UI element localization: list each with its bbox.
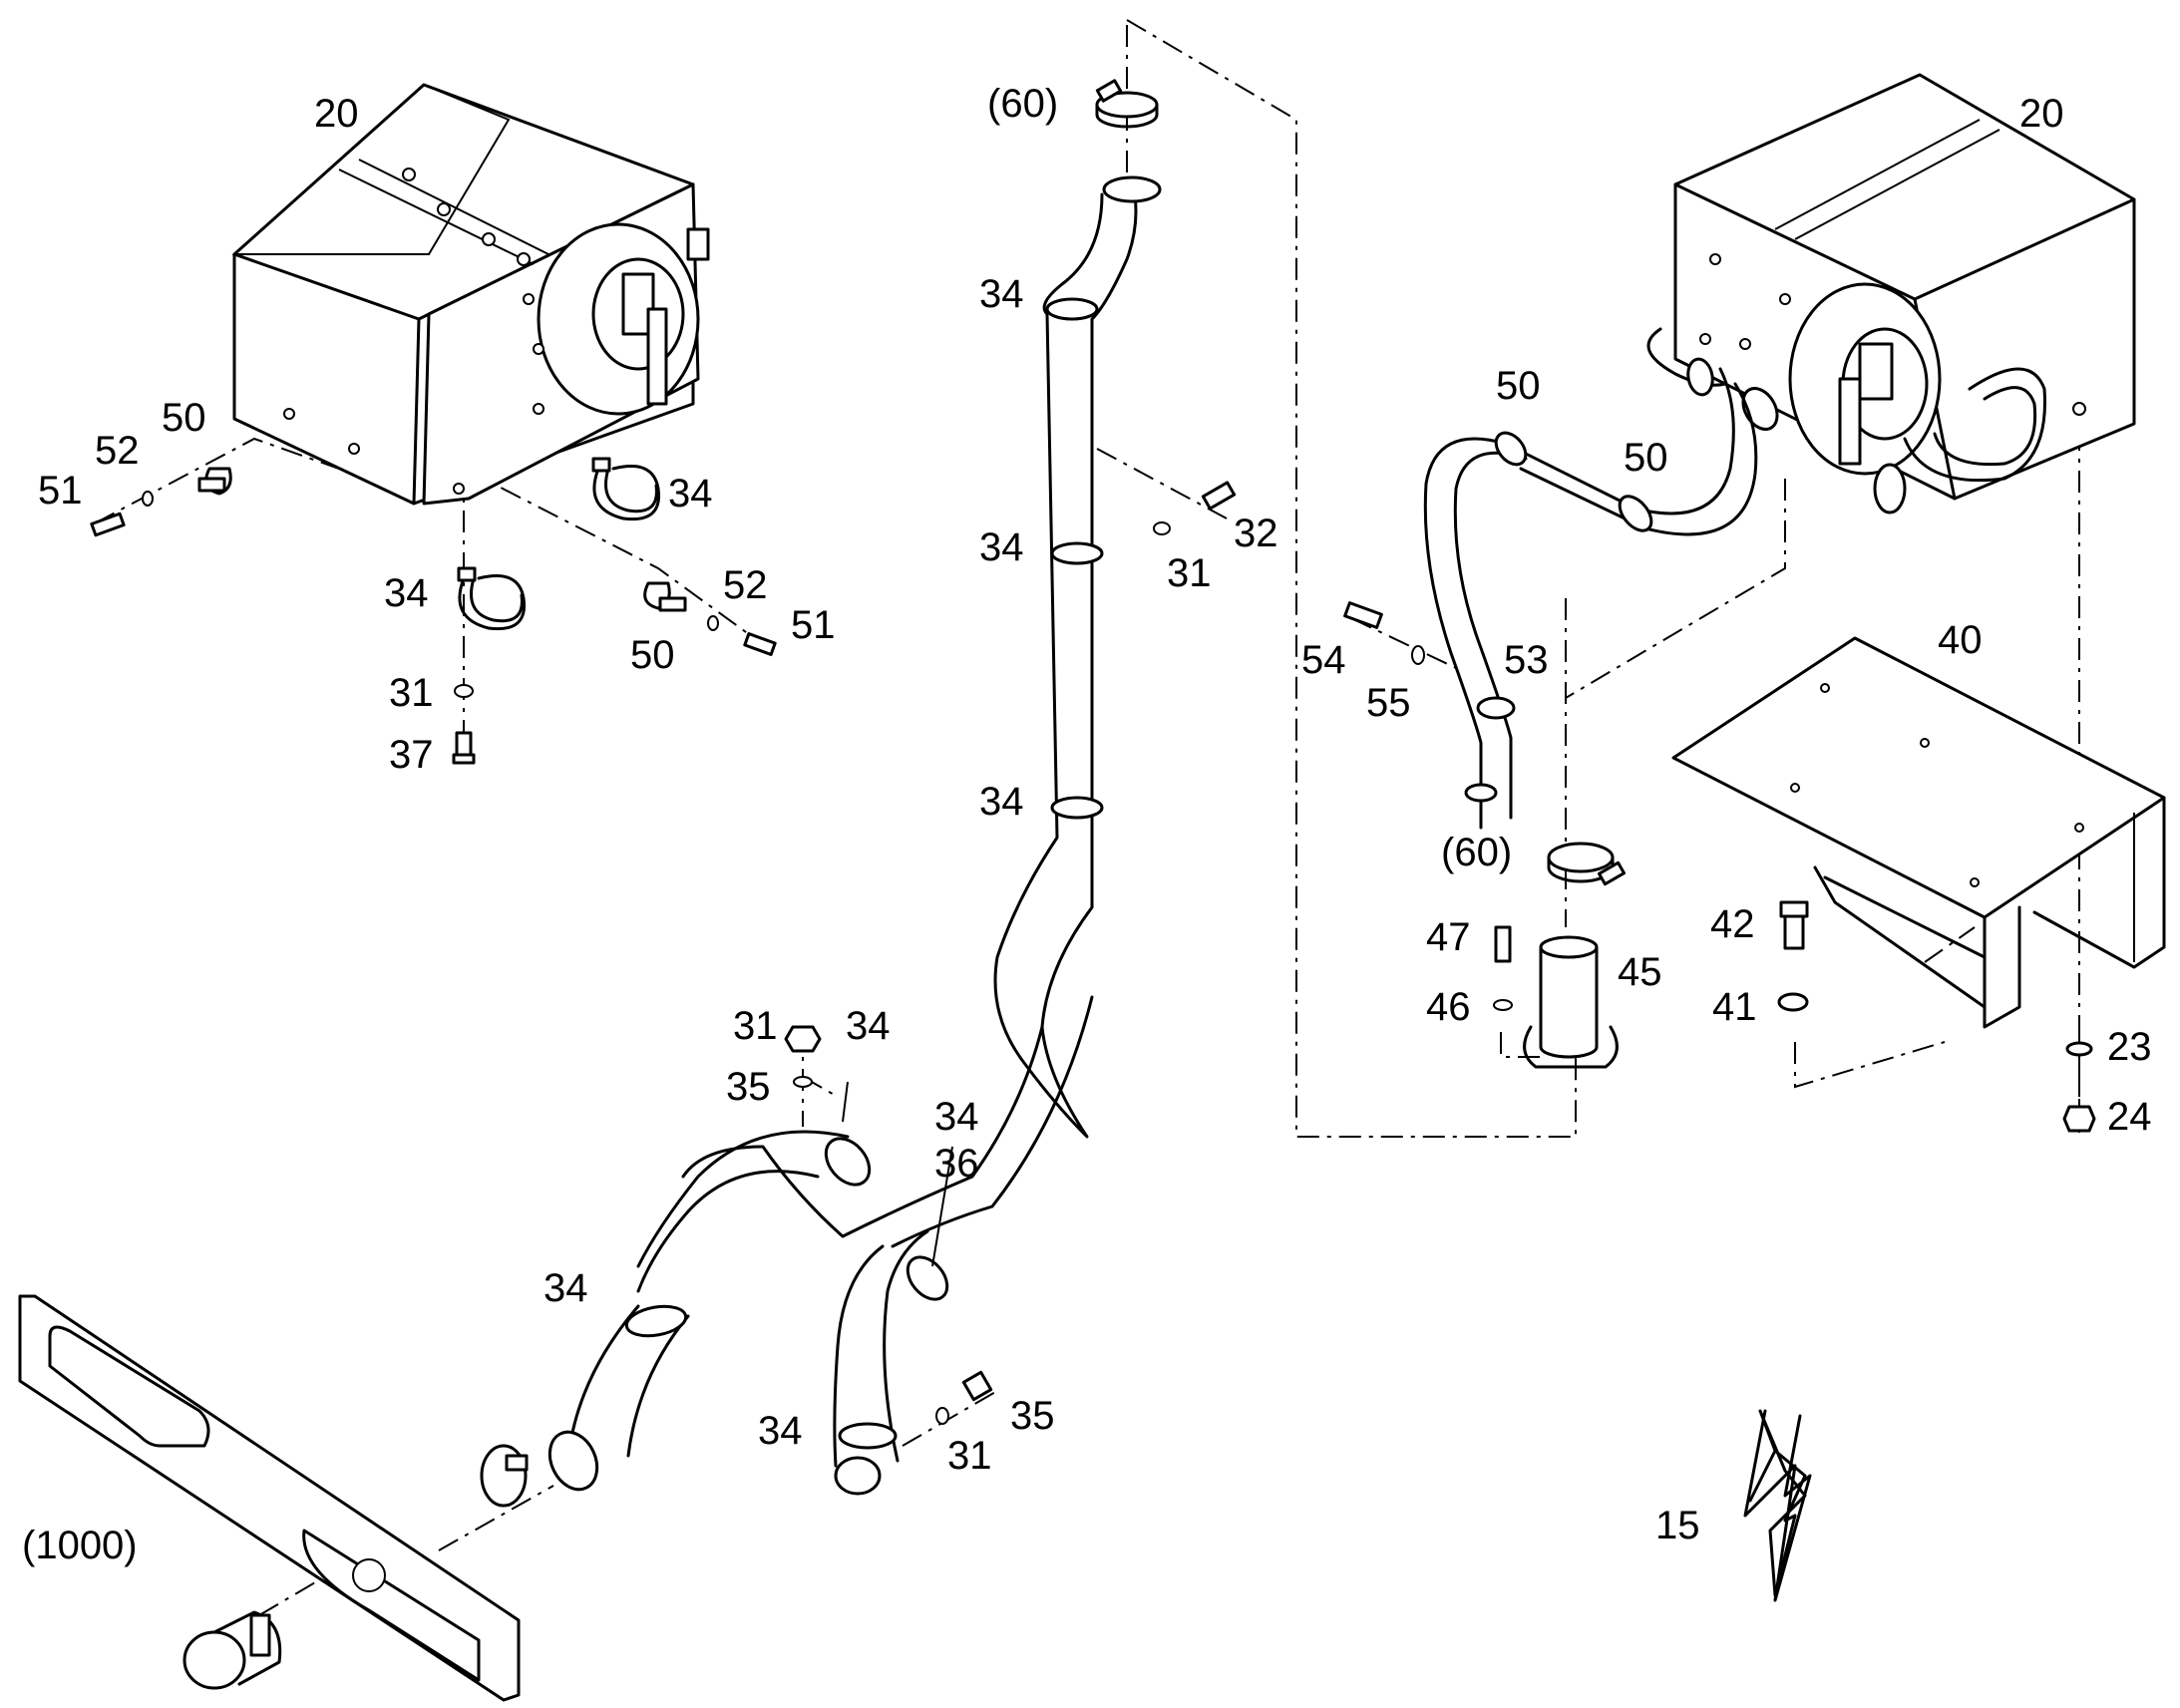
- clip-50-tl-b: [643, 581, 687, 612]
- callout-50-r-a: 50: [1496, 364, 1541, 408]
- panel-1000: [18, 1294, 521, 1702]
- washer-41: [1777, 992, 1809, 1012]
- callout-42-r: 42: [1710, 902, 1755, 946]
- callout-35-b-b: 35: [1010, 1394, 1055, 1438]
- callout-45-r: 45: [1618, 950, 1662, 994]
- nut-24: [2062, 1105, 2096, 1133]
- callout-31-b-b: 31: [947, 1434, 992, 1478]
- callout-15: 15: [1655, 1504, 1700, 1547]
- callout-50-r-b: 50: [1624, 436, 1668, 480]
- callout-60-mid: (60): [1441, 831, 1512, 874]
- heater-unit-right: [1646, 73, 2136, 514]
- hose-branch-network: [547, 995, 1094, 1496]
- callout-20-left: 20: [314, 92, 359, 136]
- callout-50-tl-b: 50: [630, 633, 675, 677]
- fastener-dots: [283, 168, 545, 495]
- washer-31-tl: [454, 684, 474, 698]
- electrical-flash-icon: [1748, 1409, 1807, 1597]
- callout-34-v-a: 34: [979, 272, 1024, 316]
- washer-31-vertical: [1153, 521, 1171, 535]
- callout-36-b: 36: [934, 1142, 979, 1186]
- callout-60-top: (60): [987, 82, 1058, 126]
- clamp-34-tl-lower: [457, 566, 527, 631]
- callout-50-tl-a: 50: [162, 396, 206, 440]
- washer-55-right: [1411, 645, 1425, 665]
- bolt-42: [1779, 900, 1809, 950]
- washer-35-branch-a: [793, 1076, 813, 1088]
- callout-34-b-a: 34: [846, 1004, 891, 1048]
- washer-52-tl-b: [707, 615, 719, 631]
- screw-37-tl: [452, 731, 476, 765]
- flash-outline: [1743, 1409, 1812, 1602]
- callout-41-r: 41: [1712, 985, 1757, 1029]
- callout-51-tl-a: 51: [38, 469, 83, 512]
- washer-31-branch: [935, 1407, 949, 1425]
- screw-54-right: [1343, 601, 1383, 629]
- callout-54-r: 54: [1301, 638, 1346, 682]
- clamp-hose-end: [480, 1444, 529, 1508]
- bracket-40: [1671, 636, 2166, 1029]
- callout-24-r: 24: [2107, 1095, 2152, 1139]
- washer-46-right: [1493, 999, 1513, 1011]
- callout-47-r: 47: [1426, 915, 1471, 959]
- callout-20-right: 20: [2019, 92, 2064, 136]
- callout-37-tl: 37: [389, 733, 434, 777]
- clamp-60-top: [1095, 79, 1159, 129]
- callout-46-r: 46: [1426, 985, 1471, 1029]
- callout-labels: 20 20 (60) (60) (1000) 15 40 50 52 51 34…: [22, 82, 2152, 1567]
- callout-23-r: 23: [2107, 1025, 2152, 1069]
- callout-34-b-c: 34: [544, 1266, 588, 1310]
- callout-52-tl-b: 52: [723, 563, 768, 607]
- screw-51-tl-a: [90, 512, 126, 537]
- nut-35-branch: [961, 1370, 993, 1402]
- callout-31-tl: 31: [389, 671, 434, 715]
- callout-31-b-a: 31: [733, 1004, 778, 1048]
- washer-23: [2065, 1041, 2093, 1057]
- clip-50-tl-a: [197, 467, 232, 496]
- callout-55-r: 55: [1366, 681, 1411, 725]
- washer-52-tl-a: [142, 491, 154, 507]
- nut-31-branch: [784, 1025, 822, 1053]
- callout-34-tl-b: 34: [384, 571, 429, 615]
- callout-1000: (1000): [22, 1524, 138, 1567]
- screw-32-vertical: [1201, 481, 1237, 511]
- callout-31-v: 31: [1167, 551, 1212, 595]
- callout-51-tl-b: 51: [791, 603, 836, 647]
- callout-32-v: 32: [1234, 512, 1278, 555]
- connector-1000: [182, 1610, 282, 1690]
- callout-34-tl-a: 34: [668, 472, 713, 515]
- clamp-34-tl-upper: [591, 457, 661, 521]
- screw-51-tl-b: [743, 632, 777, 656]
- callout-34-v-b: 34: [979, 525, 1024, 569]
- callout-34-b-d: 34: [758, 1409, 803, 1453]
- callout-34-v-c: 34: [979, 780, 1024, 824]
- leader-lines: [842, 1081, 953, 1267]
- part-45: [1523, 935, 1619, 1069]
- callout-34-b-b: 34: [934, 1095, 979, 1139]
- clamp-60-mid: [1547, 842, 1627, 886]
- hose-50-right: [1423, 357, 1758, 830]
- callout-52-tl-a: 52: [95, 429, 140, 473]
- callout-40: 40: [1938, 618, 1983, 662]
- hose-vertical: [993, 175, 1162, 1139]
- screw-47-right: [1494, 925, 1512, 963]
- callout-53-r: 53: [1504, 638, 1549, 682]
- heater-unit-left: [231, 83, 710, 506]
- callout-35-b-a: 35: [726, 1065, 771, 1109]
